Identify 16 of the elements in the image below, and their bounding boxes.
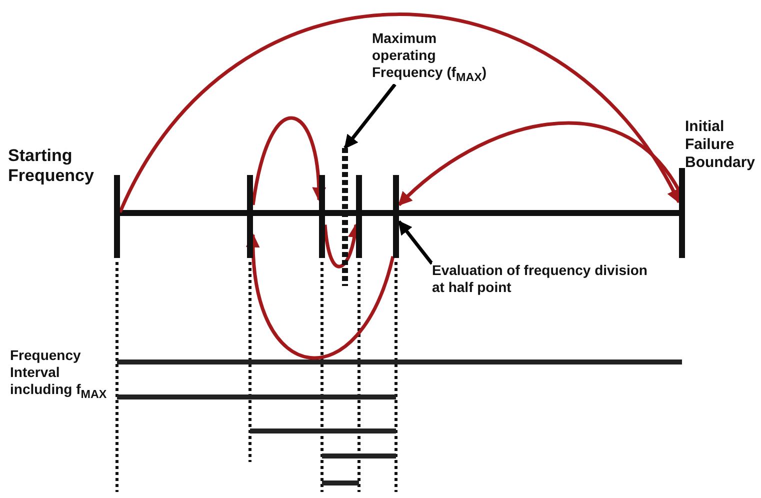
tick-mark (679, 168, 685, 258)
tick-mark (319, 175, 325, 258)
curved-arrow (246, 233, 395, 360)
axis-note: Frequency Interval including f$_{MAX}$ (10, 347, 108, 402)
curved-arrow (118, 12, 680, 214)
curved-arrow (398, 121, 680, 206)
tick-label: Starting Frequency (8, 146, 95, 187)
tick-label: Initial Failure Boundary (685, 118, 756, 172)
tick-mark (356, 175, 362, 258)
tick-mark (114, 175, 120, 258)
annotation-text: Maximum operating Frequency (f$_{MAX}$) (372, 30, 487, 84)
tick-mark (247, 175, 253, 258)
pointer-arrow (344, 83, 396, 150)
tick-mark (393, 175, 399, 258)
curved-arrow (251, 116, 326, 206)
pointer-arrow (398, 220, 434, 265)
